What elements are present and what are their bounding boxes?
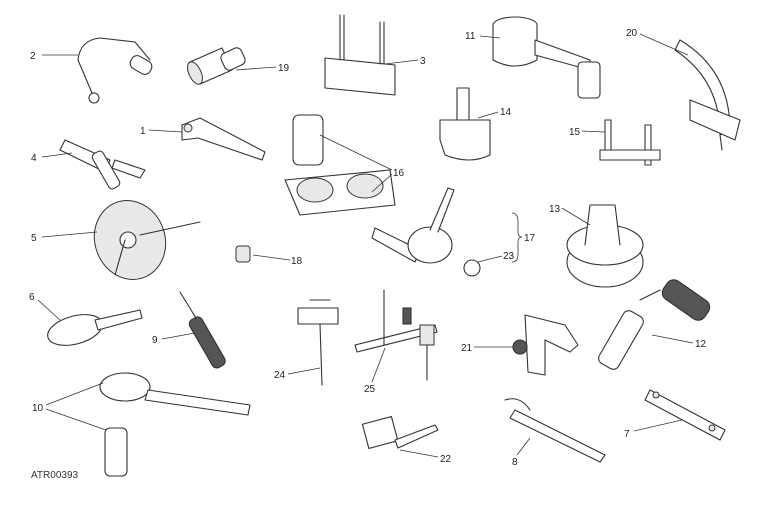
- label-25: 25: [364, 384, 376, 395]
- label-6: 6: [29, 292, 35, 303]
- tool-1-pin-wrench: [181, 117, 266, 161]
- tool-20-arc-bracket: [674, 39, 741, 151]
- tool-21-plate-knob: [512, 314, 579, 376]
- part-labels: 2 19 3 11 20 1 14 4 16 15 13 5 17 23 18 …: [29, 28, 707, 481]
- tool-22-rocker-tool: [361, 415, 439, 449]
- label-24: 24: [274, 370, 286, 381]
- label-22: 22: [440, 454, 452, 465]
- label-8: 8: [512, 457, 518, 468]
- tool-16-plate: [284, 114, 396, 216]
- tool-18-nut: [235, 245, 251, 263]
- tool-19-socket: [187, 47, 246, 85]
- label-11: 11: [465, 31, 476, 42]
- tool-12-handle: [598, 279, 711, 370]
- label-19: 19: [278, 63, 290, 74]
- tool-15-gauge: [599, 119, 661, 166]
- label-1: 1: [140, 126, 146, 137]
- label-12: 12: [695, 339, 707, 350]
- tool-6-strap-wrench: [47, 309, 143, 346]
- tool-3-bracket: [324, 14, 396, 96]
- tool-4-t-handle: [59, 139, 146, 190]
- tool-14-puller: [439, 87, 491, 161]
- label-21: 21: [461, 343, 473, 354]
- label-5: 5: [31, 233, 37, 244]
- label-2: 2: [30, 51, 36, 62]
- tool-11-holder: [492, 16, 601, 99]
- label-4: 4: [31, 153, 37, 164]
- tool-5-degree-wheel: [93, 200, 201, 280]
- label-14: 14: [500, 107, 512, 118]
- drawing-code: ATR00393: [31, 470, 79, 481]
- tool-2-hook-wrench: [77, 37, 153, 104]
- label-17: 17: [524, 233, 536, 244]
- label-18: 18: [291, 256, 303, 267]
- tool-13-cap: [566, 204, 644, 288]
- label-3: 3: [420, 56, 426, 67]
- tool-8-hook-spanner: [504, 398, 606, 463]
- label-13: 13: [549, 204, 561, 215]
- tool-7-flat-wrench: [644, 389, 726, 441]
- leader-lines: [37, 33, 694, 458]
- label-15: 15: [569, 127, 581, 138]
- label-23: 23: [503, 251, 515, 262]
- label-20: 20: [626, 28, 638, 39]
- tool-24-pin-tool: [297, 299, 339, 386]
- label-10: 10: [32, 403, 44, 414]
- label-16: 16: [393, 168, 405, 179]
- tool-25-bar-gauge: [354, 289, 438, 381]
- tool-9-driver: [179, 291, 226, 369]
- tool-10-ring-wrench: [99, 372, 251, 477]
- tool-17-flywheel-holder: [371, 187, 481, 277]
- label-9: 9: [152, 335, 158, 346]
- label-7: 7: [624, 429, 630, 440]
